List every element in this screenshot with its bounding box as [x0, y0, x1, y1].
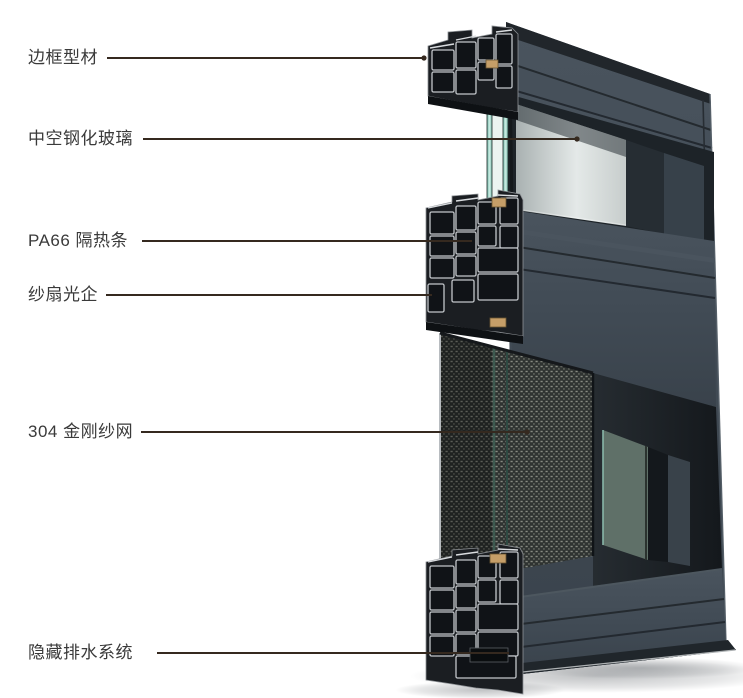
label-pa66-thermal-break: PA66 隔热条 [28, 231, 129, 250]
stainless-mesh-panel [439, 331, 595, 583]
leader-stainless-mesh [141, 429, 530, 435]
bottom-profile-cross-section [425, 543, 524, 695]
window-frame-body [505, 22, 736, 675]
label-stainless-steel-mesh: 304 金刚纱网 [28, 422, 134, 441]
label-screen-sash-stile: 纱扇光企 [28, 285, 98, 304]
inner-sash [602, 430, 690, 566]
thermal-break-strip [489, 553, 507, 564]
leader-insulated-glass [143, 136, 580, 142]
thermal-break-strip [491, 197, 507, 208]
label-frame-profile: 边框型材 [28, 48, 98, 67]
leader-frame-profile [107, 55, 427, 61]
label-hidden-drainage: 隐藏排水系统 [28, 643, 133, 662]
label-insulated-glass: 中空钢化玻璃 [28, 129, 133, 148]
middle-profile-cross-section [425, 189, 524, 344]
thermal-break-strip [485, 59, 499, 69]
top-profile-cross-section [427, 25, 519, 120]
thermal-break-strip [489, 317, 507, 328]
screen-sash-stile-bracket [427, 283, 445, 313]
hidden-drainage-channel [469, 647, 509, 663]
